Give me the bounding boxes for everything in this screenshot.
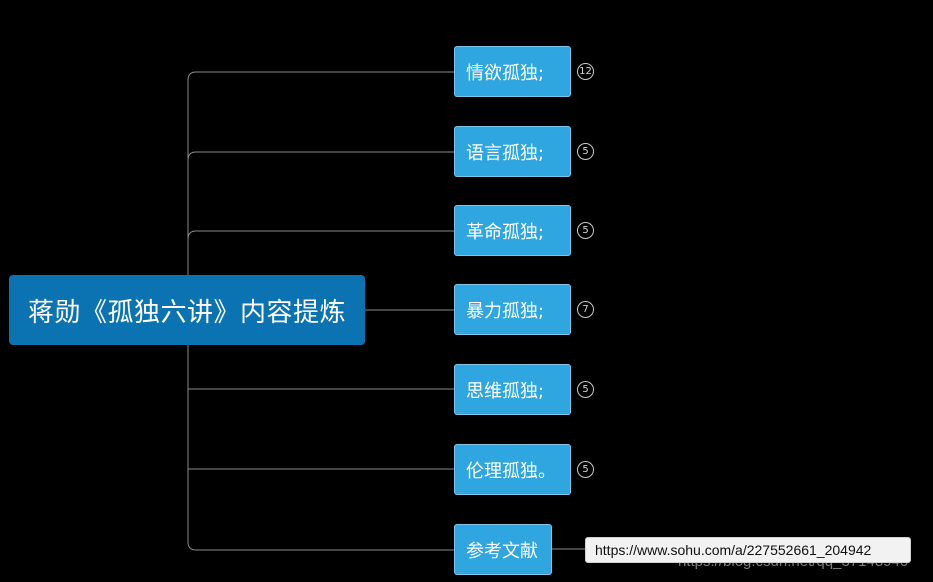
topic-thinking-loneliness[interactable]: 思维孤独;	[454, 364, 571, 415]
collapsed-count-badge[interactable]: 5	[577, 461, 594, 478]
reference-url-link[interactable]: https://www.sohu.com/a/227552661_204942	[585, 537, 911, 563]
collapsed-count-badge[interactable]: 12	[577, 63, 594, 80]
branch-connector-2	[187, 151, 454, 161]
branch-connector-6	[187, 541, 454, 551]
topic-emotional-loneliness[interactable]: 情欲孤独;	[454, 46, 571, 97]
topic-language-loneliness[interactable]: 语言孤独;	[454, 126, 571, 177]
topic-references[interactable]: 参考文献	[454, 524, 552, 575]
topic-revolution-loneliness[interactable]: 革命孤独;	[454, 205, 571, 256]
root-topic[interactable]: 蒋勋《孤独六讲》内容提炼	[9, 275, 365, 345]
topic-violence-loneliness[interactable]: 暴力孤独;	[454, 284, 571, 335]
collapsed-count-badge[interactable]: 7	[577, 301, 594, 318]
collapsed-count-badge[interactable]: 5	[577, 143, 594, 160]
branch-connector-3	[187, 230, 454, 240]
branch-connector-1	[187, 71, 454, 81]
collapsed-count-badge[interactable]: 5	[577, 222, 594, 239]
topic-ethics-loneliness[interactable]: 伦理孤独。	[454, 444, 571, 495]
collapsed-count-badge[interactable]: 5	[577, 381, 594, 398]
